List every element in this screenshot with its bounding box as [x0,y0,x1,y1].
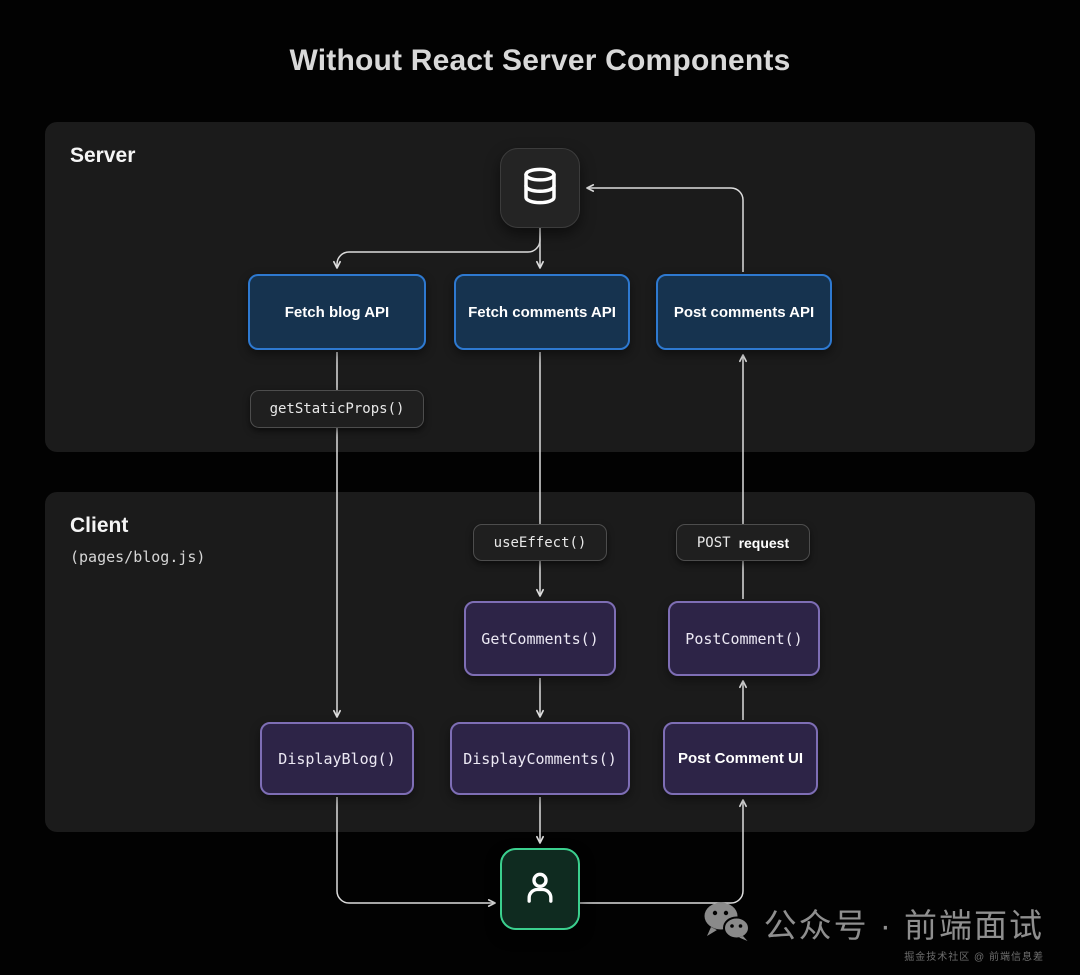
fetch-blog-api-label: Fetch blog API [284,303,390,321]
client-panel-sublabel: (pages/blog.js) [70,548,206,566]
use-effect-pill: useEffect() [473,524,607,561]
watermark: 公众号 · 前端面试 掘金技术社区 @ 前端信息差 [702,899,1044,963]
post-comment-ui-label: Post Comment UI [677,750,803,767]
get-comments-node[interactable]: GetComments() [464,601,616,676]
display-comments-label: DisplayComments() [463,749,617,768]
edge-display-blog-to-user [336,797,496,907]
fetch-comments-api-node[interactable]: Fetch comments API [454,274,630,350]
fetch-blog-api-node[interactable]: Fetch blog API [248,274,426,350]
post-request-pill: POST request [676,524,810,561]
post-comment-fn-node[interactable]: PostComment() [668,601,820,676]
database-icon [519,165,561,212]
watermark-label: 公众号 · 前端面试 [763,907,1044,944]
client-panel-label: Client [70,514,129,537]
display-blog-label: DisplayBlog() [278,749,396,768]
get-static-props-pill: getStaticProps() [250,390,424,428]
post-comments-api-label: Post comments API [673,303,815,321]
user-node[interactable] [500,848,580,930]
post-comments-api-node[interactable]: Post comments API [656,274,832,350]
page-title: Without React Server Components [289,44,791,77]
get-static-props-label: getStaticProps() [269,401,405,417]
watermark-caption: 掘金技术社区 @ 前端信息差 [904,952,1044,963]
display-blog-node[interactable]: DisplayBlog() [260,722,414,795]
database-node[interactable] [500,148,580,228]
get-comments-label: GetComments() [481,629,599,648]
user-icon [520,867,560,912]
post-comment-ui-node[interactable]: Post Comment UI [663,722,818,795]
post-request-word: request [738,534,790,551]
edge-post-comments-to-db [586,184,744,272]
wechat-icon [702,901,750,946]
edge-user-to-post-comment-ui [580,799,747,904]
fetch-comments-api-label: Fetch comments API [468,303,616,321]
post-comment-fn-label: PostComment() [685,629,803,648]
edge-db-to-fetch-blog [333,228,541,269]
display-comments-node[interactable]: DisplayComments() [450,722,630,795]
server-panel-label: Server [70,144,136,167]
use-effect-label: useEffect() [493,534,587,551]
post-request-verb: POST [696,534,731,551]
